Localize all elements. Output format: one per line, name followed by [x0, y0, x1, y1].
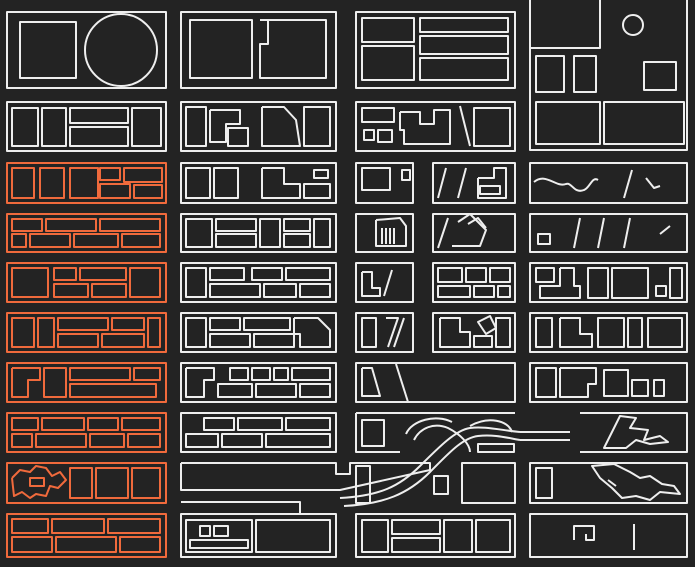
block-c2-r10 — [180, 513, 337, 558]
block-c1-r6 — [6, 312, 167, 353]
block-c3-r10 — [355, 513, 516, 558]
block-c2-r6 — [180, 312, 337, 353]
block-c2-r3 — [180, 162, 337, 204]
block-c3-r5a — [355, 262, 414, 303]
block-c1-r4 — [6, 213, 167, 253]
block-c2-r2 — [180, 101, 337, 152]
block-c1-r10 — [6, 513, 167, 558]
block-c1-r1 — [6, 11, 167, 89]
block-c2-r4 — [180, 213, 337, 253]
block-c4-r1 — [529, 0, 688, 151]
block-c3-r9 — [355, 462, 516, 504]
block-c1-r3 — [6, 162, 167, 204]
block-c3-r3b — [432, 162, 516, 204]
block-c1-r8 — [6, 412, 167, 453]
block-c3-r1 — [355, 11, 516, 89]
block-c4-r6 — [529, 312, 688, 353]
block-c3-r6b — [432, 312, 516, 353]
block-c3-r4b — [432, 213, 516, 253]
highway — [339, 417, 570, 507]
block-c3-r3a — [355, 162, 414, 204]
block-c4-r9 — [529, 462, 688, 504]
block-c1-r9 — [6, 462, 167, 504]
block-c3-r8 — [355, 412, 515, 453]
block-c2-r1 — [180, 11, 337, 89]
block-c3-r2 — [355, 101, 516, 152]
highlighted-column — [6, 162, 167, 558]
block-c4-r8 — [580, 412, 688, 453]
block-c4-r10 — [529, 513, 688, 558]
block-c4-r4 — [529, 213, 688, 253]
block-c1-r5 — [6, 262, 167, 303]
block-c3-r6a — [355, 312, 414, 353]
block-c2-r7 — [180, 362, 337, 403]
block-c2-r5 — [180, 262, 337, 303]
plain-blocks — [6, 0, 688, 558]
block-c3-r7 — [355, 362, 516, 403]
block-c1-r2 — [6, 101, 167, 152]
block-c3-r5b — [432, 262, 516, 303]
block-c3-r4a — [355, 213, 414, 253]
block-c4-r5 — [529, 262, 688, 303]
block-c4-r3 — [529, 162, 688, 204]
block-c4-r7 — [529, 362, 688, 403]
block-c1-r7 — [6, 362, 167, 403]
block-c2-r8 — [180, 412, 337, 453]
